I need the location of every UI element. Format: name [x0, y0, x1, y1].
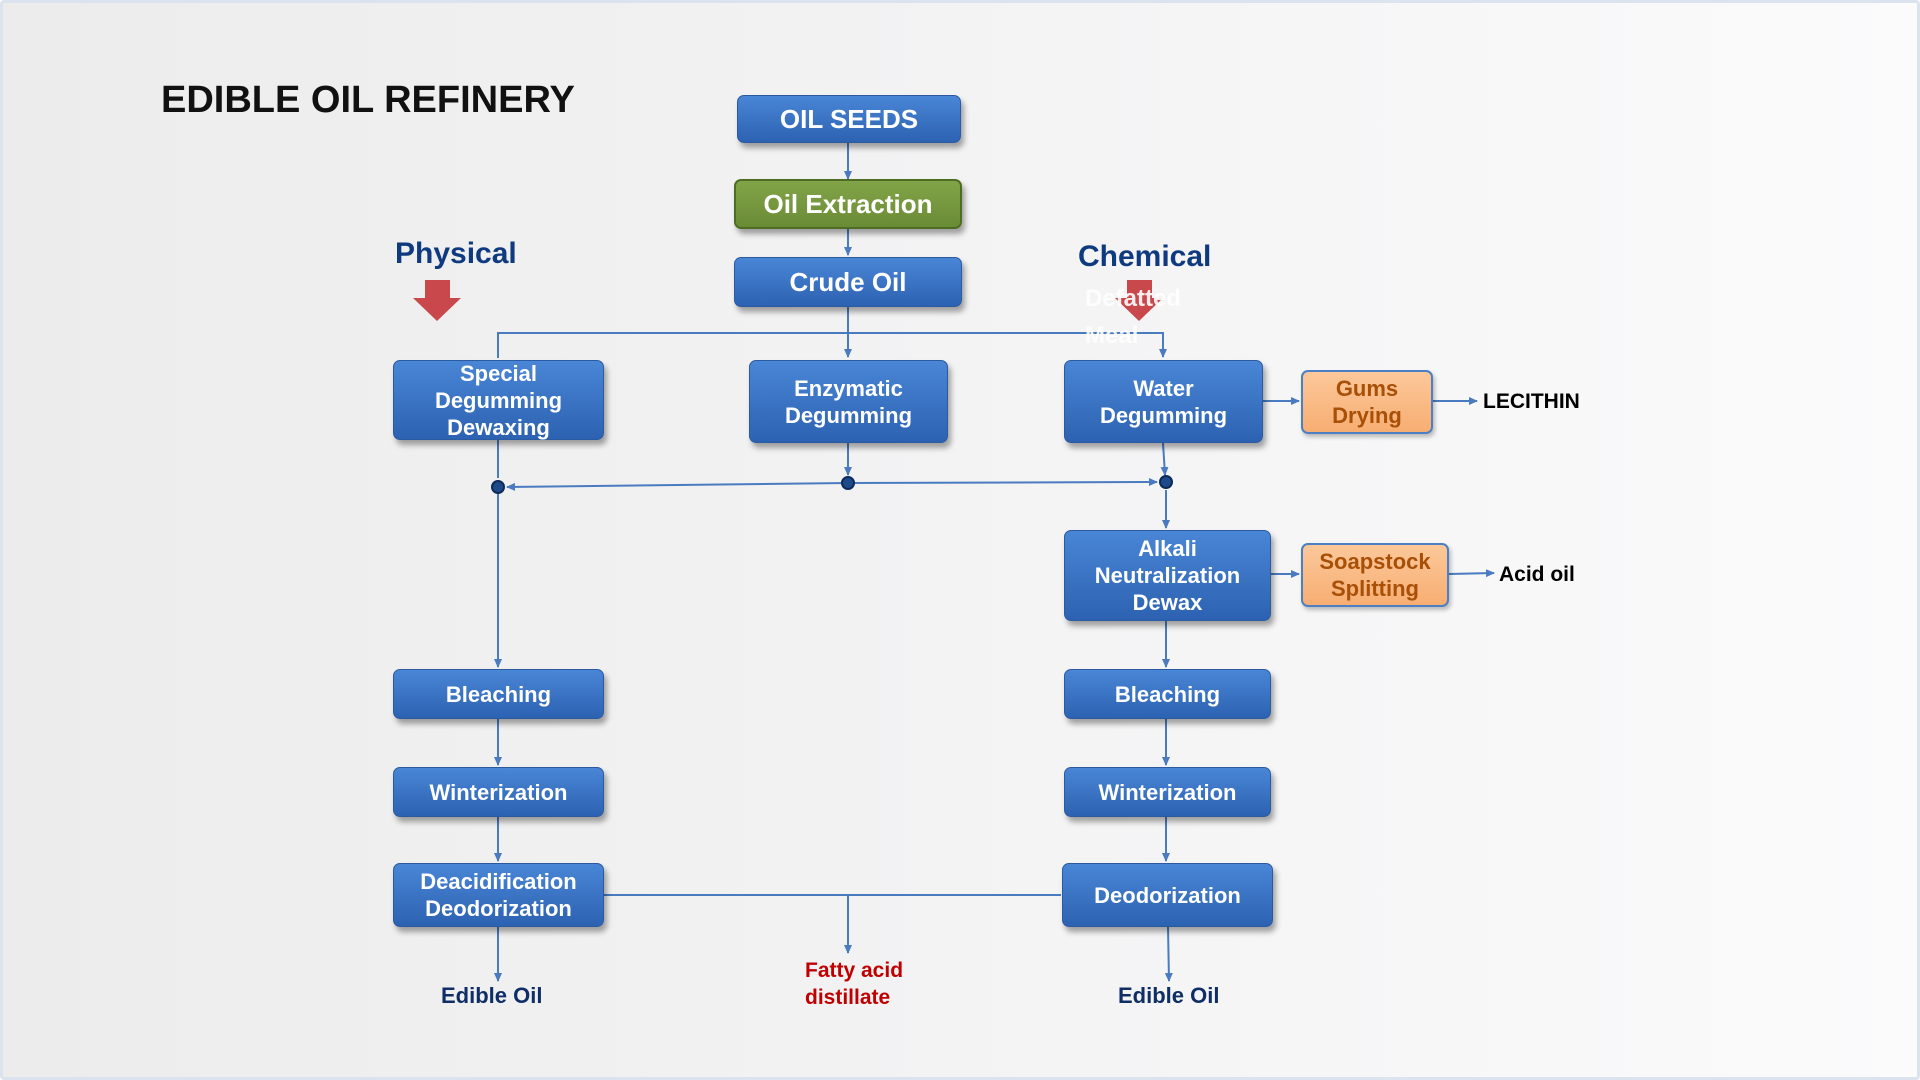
crude-oil-box: Crude Oil: [734, 257, 962, 307]
deacidification-deodorization-box: Deacidification Deodorization: [393, 863, 604, 927]
lecithin-label: LECITHIN: [1483, 390, 1580, 413]
chemical-bleaching-box: Bleaching: [1064, 669, 1271, 719]
physical-winterization-box: Winterization: [393, 767, 604, 817]
junction-left: [491, 480, 505, 494]
fatty-acid-distillate-label: Fatty acid distillate: [805, 959, 904, 1009]
oil-seeds-box: OIL SEEDS: [737, 95, 961, 143]
chemical-winterization-box: Winterization: [1064, 767, 1271, 817]
oil-extraction-box: Oil Extraction: [734, 179, 962, 229]
page-title: EDIBLE OIL REFINERY: [161, 79, 575, 121]
water-degumming-box: Water Degumming: [1064, 360, 1263, 443]
connector-to-physical: [497, 332, 1167, 358]
physical-label: Physical: [395, 237, 517, 270]
connector-layer: [413, 143, 1495, 982]
acid-oil-label: Acid oil: [1499, 563, 1575, 586]
physical-bleaching-box: Bleaching: [393, 669, 604, 719]
connector-water-junction: [1160, 442, 1169, 476]
enzymatic-degumming-box: Enzymatic Degumming: [749, 360, 948, 443]
chemical-down-arrow: [1115, 280, 1163, 321]
chemical-deodorization-box: Deodorization: [1062, 863, 1273, 927]
gums-drying-box: Gums Drying: [1301, 370, 1433, 434]
connector-junction-right: [847, 478, 1158, 487]
chemical-label: Chemical: [1078, 240, 1212, 273]
connector-junction-left: [506, 482, 849, 491]
physical-edible-oil-label: Edible Oil: [441, 983, 543, 1008]
junction-right: [1159, 475, 1173, 489]
chemical-edible-oil-label: Edible Oil: [1118, 983, 1220, 1008]
connector-soapstock-acidoil: [1448, 569, 1495, 578]
connector-c-deodor-output: [1164, 926, 1173, 982]
soapstock-splitting-box: Soapstock Splitting: [1301, 543, 1449, 607]
alkali-neutralization-box: Alkali Neutralization Dewax: [1064, 530, 1271, 621]
special-degumming-box: Special Degumming Dewaxing: [393, 360, 604, 440]
defatted-meal-label: Defatted Meal: [1085, 285, 1182, 349]
junction-center: [841, 476, 855, 490]
physical-down-arrow: [413, 280, 461, 321]
